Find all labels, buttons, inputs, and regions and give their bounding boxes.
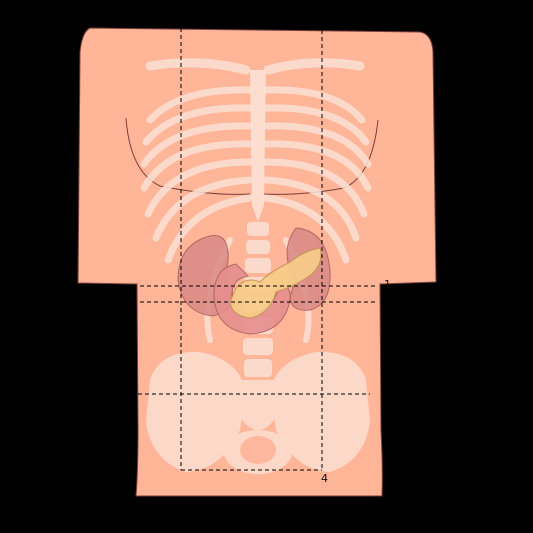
guide-lines xyxy=(138,28,378,471)
pancreas xyxy=(229,247,322,319)
skeleton xyxy=(140,58,372,343)
pelvic-opening xyxy=(240,436,276,464)
label-line-1: 1 xyxy=(384,278,391,291)
pelvis xyxy=(146,351,370,474)
label-line-4: 4 xyxy=(321,472,328,485)
chest-contour-left xyxy=(125,117,251,195)
sternum xyxy=(250,70,266,222)
